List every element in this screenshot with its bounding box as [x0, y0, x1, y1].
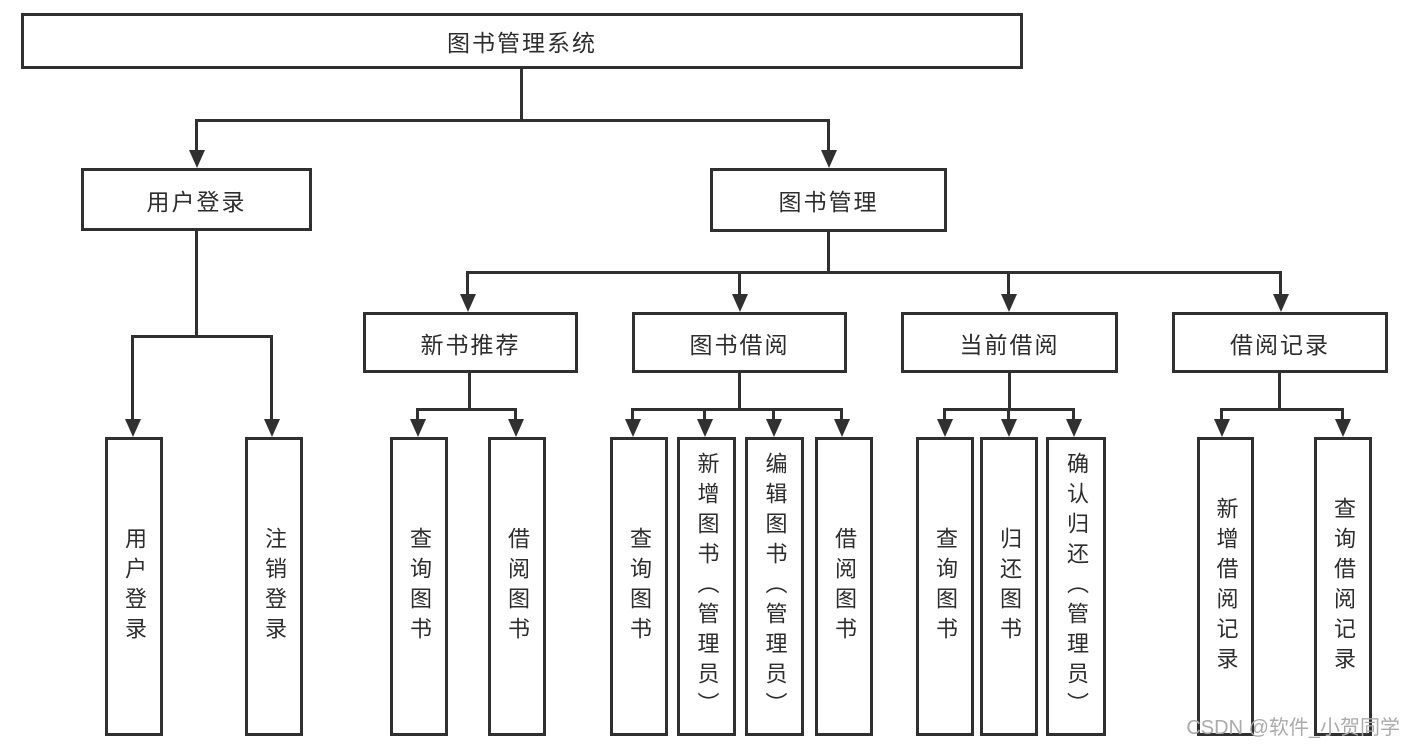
arrow-down-icon — [1273, 294, 1289, 312]
leaf-cb-return-books-label: 归还图书 — [997, 526, 1022, 647]
connector-to-cb-return — [1007, 408, 1010, 421]
connector-to-cb-confirm — [1072, 408, 1075, 421]
arrow-down-icon — [1335, 419, 1351, 437]
arrow-down-icon — [821, 150, 837, 168]
connector-to-leaf-logout — [270, 335, 273, 422]
arrow-down-icon — [125, 419, 141, 437]
connector-to-bb-add — [703, 408, 706, 421]
arrow-down-icon — [189, 150, 205, 168]
connector-to-book-mgmt — [827, 119, 830, 152]
arrow-down-icon — [697, 419, 713, 437]
leaf-br-query-record-label: 查询借阅记录 — [1331, 496, 1356, 677]
node-user-login: 用户登录 — [81, 168, 312, 231]
leaf-bb-borrow-books: 借阅图书 — [815, 437, 873, 736]
connector-borrow-records-bus — [1220, 408, 1344, 411]
leaf-user-login: 用户登录 — [105, 437, 163, 736]
connector-borrow-records-stem — [1278, 373, 1281, 408]
leaf-bb-edit-books-admin: 编辑图书（管理员） — [745, 437, 804, 736]
leaf-nb-borrow-books: 借阅图书 — [488, 437, 546, 736]
leaf-cb-query-books: 查询图书 — [916, 437, 974, 736]
connector-to-book-borrow — [738, 271, 741, 296]
connector-to-bb-edit — [772, 408, 775, 421]
connector-to-leaf-login — [131, 335, 134, 422]
connector-to-br-query — [1341, 408, 1344, 421]
connector-to-new-book — [466, 271, 469, 296]
leaf-bb-add-books-admin-label: 新增图书（管理员） — [694, 451, 720, 722]
leaf-cb-confirm-return-admin-label: 确认归还（管理员） — [1064, 451, 1089, 722]
arrow-down-icon — [732, 294, 748, 312]
node-book-management: 图书管理 — [710, 168, 947, 232]
connector-to-cb-query — [943, 408, 946, 421]
leaf-logout: 注销登录 — [245, 437, 303, 736]
connector-to-borrow-records — [1279, 271, 1282, 296]
connector-new-book-stem — [468, 373, 471, 408]
leaf-nb-borrow-books-label: 借阅图书 — [505, 526, 530, 647]
arrow-down-icon — [1066, 419, 1082, 437]
connector-book-mgmt-stem — [827, 232, 830, 271]
connector-to-current-borrow — [1007, 271, 1010, 296]
leaf-br-query-record: 查询借阅记录 — [1314, 437, 1372, 736]
arrow-down-icon — [625, 419, 641, 437]
connector-level2-bus — [195, 119, 830, 122]
node-new-book-recommend: 新书推荐 — [363, 312, 578, 373]
connector-to-user-login — [195, 119, 198, 152]
csdn-watermark: CSDN @软件_小贺同学 — [1186, 717, 1400, 739]
arrow-down-icon — [1001, 294, 1017, 312]
arrow-down-icon — [766, 419, 782, 437]
node-borrowing-records: 借阅记录 — [1172, 312, 1388, 373]
leaf-logout-label: 注销登录 — [262, 526, 287, 647]
leaf-nb-query-books-label: 查询图书 — [407, 526, 432, 647]
connector-to-nb-query — [416, 408, 419, 421]
arrow-down-icon — [937, 419, 953, 437]
leaf-bb-edit-books-admin-label: 编辑图书（管理员） — [762, 451, 788, 722]
leaf-cb-confirm-return-admin: 确认归还（管理员） — [1046, 437, 1106, 736]
connector-book-borrow-stem — [738, 373, 741, 408]
arrow-down-icon — [460, 294, 476, 312]
connector-to-bb-query — [631, 408, 634, 421]
leaf-bb-query-books: 查询图书 — [610, 437, 668, 736]
arrow-down-icon — [1214, 419, 1230, 437]
connector-new-book-bus — [416, 408, 517, 411]
arrow-down-icon — [834, 419, 850, 437]
connector-user-login-stem — [195, 231, 198, 335]
connector-root-stem — [520, 69, 523, 119]
leaf-br-add-record-label: 新增借阅记录 — [1213, 496, 1239, 677]
node-root-library-system: 图书管理系统 — [21, 13, 1023, 69]
arrow-down-icon — [410, 419, 426, 437]
connector-current-borrow-stem — [1008, 373, 1011, 408]
connector-to-bb-borrow — [840, 408, 843, 421]
connector-login-bus — [131, 335, 273, 338]
arrow-down-icon — [508, 419, 524, 437]
leaf-user-login-label: 用户登录 — [122, 526, 147, 647]
leaf-bb-add-books-admin: 新增图书（管理员） — [677, 437, 736, 736]
connector-book-borrow-bus — [631, 408, 843, 411]
arrow-down-icon — [264, 419, 280, 437]
node-current-borrowing: 当前借阅 — [901, 312, 1118, 373]
connector-to-nb-borrow — [514, 408, 517, 421]
node-book-borrowing: 图书借阅 — [632, 312, 847, 373]
leaf-bb-query-books-label: 查询图书 — [627, 526, 652, 647]
leaf-cb-query-books-label: 查询图书 — [933, 526, 958, 647]
connector-level3-bus — [466, 271, 1282, 274]
arrow-down-icon — [1001, 419, 1017, 437]
leaf-bb-borrow-books-label: 借阅图书 — [832, 526, 857, 647]
leaf-br-add-record: 新增借阅记录 — [1197, 437, 1254, 736]
connector-to-br-add — [1220, 408, 1223, 421]
leaf-nb-query-books: 查询图书 — [390, 437, 448, 736]
leaf-cb-return-books: 归还图书 — [980, 437, 1038, 736]
